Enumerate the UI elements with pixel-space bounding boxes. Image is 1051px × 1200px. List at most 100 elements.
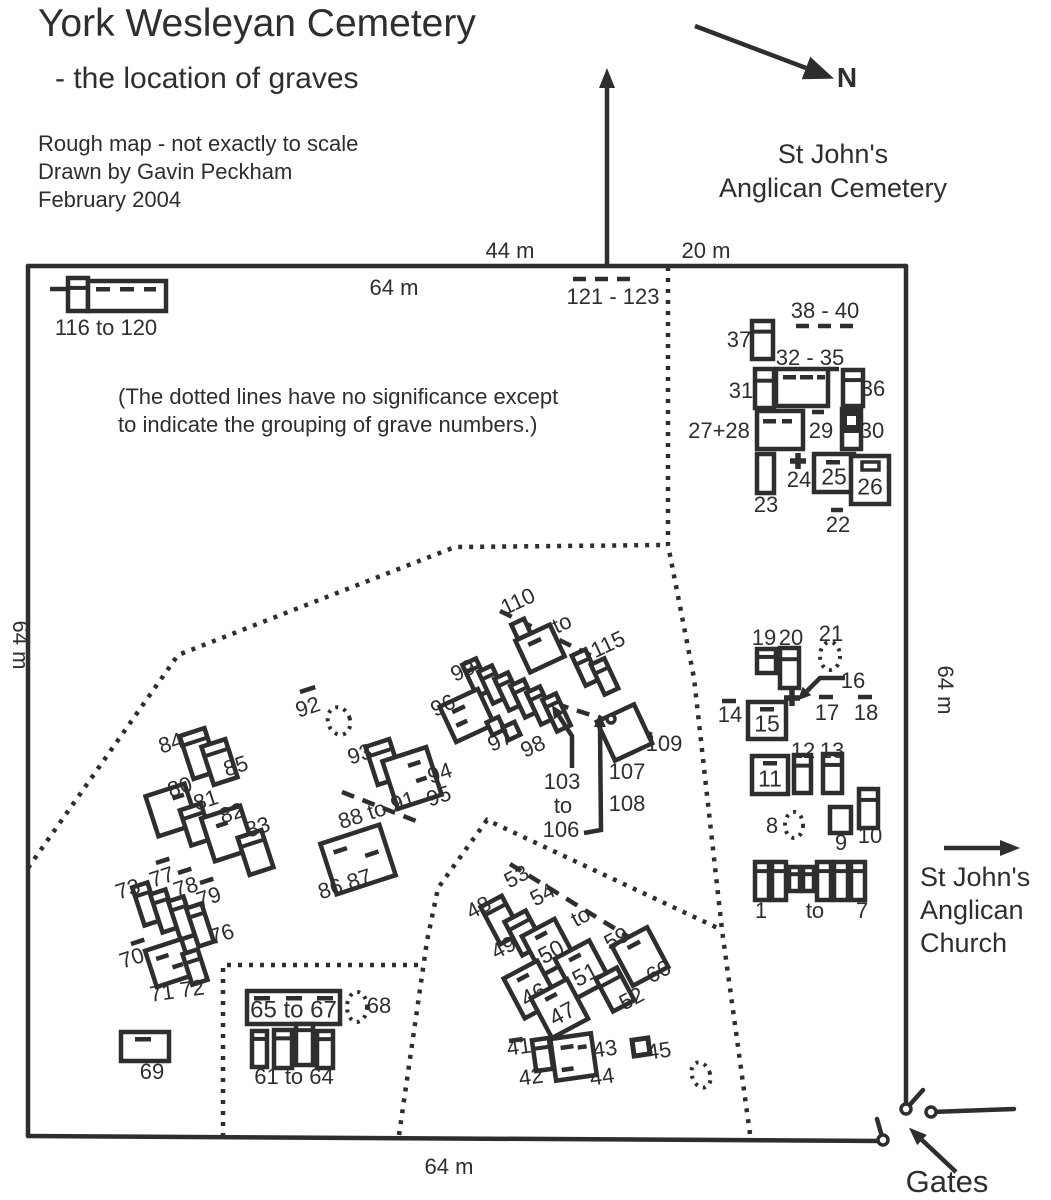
grave-43-44-mark-1 — [577, 1044, 587, 1050]
label-37-19: 37 — [727, 327, 751, 352]
label-27-28-23: 27+28 — [688, 418, 750, 443]
note-1: (The dotted lines have no significance e… — [118, 384, 558, 409]
grave-84-divider — [184, 736, 207, 747]
grave-94-95 — [379, 744, 445, 812]
grave-13 — [820, 751, 845, 796]
grave-6-outline — [831, 859, 851, 903]
marker-109 — [605, 713, 617, 725]
grave-72-outline — [179, 946, 211, 988]
gates-arrow-head — [908, 1127, 927, 1146]
stjohns-cemetery-1: St John's — [778, 139, 888, 169]
grave-94-95-outline — [379, 744, 445, 812]
grave-27-28-outline — [754, 408, 806, 452]
grave-27-28-mark-0 — [763, 419, 776, 424]
grave-72-divider — [186, 957, 200, 965]
grave-86-87-mark-1 — [364, 849, 380, 858]
grave-60 — [608, 924, 672, 989]
grave-7-outline — [848, 859, 868, 903]
road-arrow-up-head — [599, 68, 615, 88]
grave-46-mark-0 — [516, 972, 530, 983]
grave-85 — [198, 736, 241, 788]
grave-65-67-number: 65 to 67 — [250, 996, 337, 1023]
dim-64m-bottom: 64 m — [425, 1154, 474, 1179]
grave-74-divider — [154, 897, 168, 905]
label-121-123: 121 - 123 — [567, 284, 660, 309]
grave-86-87-outline — [317, 821, 399, 898]
grave-85-divider — [205, 747, 228, 758]
label-84-63: 84 — [155, 727, 186, 758]
stjohns-church-1: St John's — [920, 862, 1030, 892]
grave-99b-divider — [482, 672, 495, 681]
stjohns-church-3: Church — [920, 928, 1007, 958]
grave-81-divider — [183, 811, 203, 821]
grave-110-mark-0 — [527, 636, 542, 647]
grave-26-inner-box — [860, 460, 881, 472]
grave-65-67-mark-0 — [254, 996, 270, 1001]
label-17-34: 17 — [815, 700, 839, 725]
grave-61-outline — [249, 1028, 270, 1070]
label-16-32: 16 — [841, 668, 865, 693]
grave-97 — [483, 713, 508, 739]
grave-49-divider — [509, 918, 530, 932]
grave-37 — [749, 318, 776, 362]
group-dash-8 — [177, 866, 193, 876]
grave-98-outline — [499, 718, 524, 744]
cross-24 — [790, 453, 806, 469]
label-to-81: to — [567, 901, 595, 932]
grave-5 — [814, 859, 834, 903]
grave-52-divider — [600, 974, 621, 988]
grave-83-outline — [234, 827, 277, 878]
grave-52-outline — [592, 964, 638, 1015]
grave-3 — [786, 864, 803, 894]
unmarked-plot-8 — [783, 810, 805, 840]
grave-11-number: 11 — [758, 765, 782, 791]
label-107-52: 107 — [609, 759, 646, 784]
grave-117-120-outline — [85, 278, 169, 314]
stjohns-cemetery-2: Anglican Cemetery — [719, 173, 948, 203]
grave-73-divider — [136, 890, 150, 898]
credit-1: Rough map - not exactly to scale — [38, 131, 358, 156]
grave-48-divider — [485, 903, 506, 917]
dim-64m-top: 64 m — [370, 275, 419, 300]
grave-69-outline — [118, 1029, 172, 1064]
grave-2-outline — [769, 859, 789, 903]
label-18-35: 18 — [854, 700, 878, 725]
grave-76-divider — [190, 911, 204, 919]
grave-20 — [777, 645, 802, 691]
label-22-28: 22 — [826, 512, 850, 537]
label-to-42: to — [806, 898, 824, 923]
label-13-37: 13 — [820, 738, 844, 763]
group-dash-6 — [130, 937, 146, 947]
dim-64m-left: 64 m — [8, 621, 33, 670]
label-20-30: 20 — [779, 625, 803, 650]
grave-5-outline — [814, 859, 834, 903]
grave-75-divider — [172, 904, 186, 912]
grave-86-87 — [317, 821, 399, 898]
grave-110-outline — [512, 621, 568, 676]
grave-11: 11 — [749, 753, 791, 797]
label-31-21: 31 — [729, 378, 753, 403]
grave-32-35-mark-0 — [783, 375, 796, 380]
grave-15-mark-0 — [760, 707, 774, 712]
dim-44m: 44 m — [486, 238, 535, 263]
grave-65-67: 65 to 67 — [244, 988, 343, 1027]
grave-15: 15 — [745, 699, 789, 742]
note-2: to indicate the grouping of grave number… — [118, 412, 537, 437]
north-arrow-shaft — [694, 23, 807, 71]
cross-16 — [784, 690, 800, 706]
grave-26-number: 26 — [857, 473, 883, 499]
unmarked-plot-68 — [345, 990, 369, 1024]
grave-31-outline — [752, 366, 777, 411]
grave-26: 26 — [848, 453, 892, 507]
grave-3-outline — [786, 864, 803, 894]
label-44-90: 44 — [588, 1062, 616, 1090]
grave-27-28-mark-1 — [782, 419, 792, 424]
grave-7 — [848, 859, 868, 903]
grave-47-outline — [527, 975, 592, 1042]
credit-3: February 2004 — [38, 187, 181, 212]
label-38-40-18: 38 - 40 — [791, 298, 860, 323]
grave-99f-divider — [546, 700, 559, 709]
label-108-53: 108 — [609, 791, 646, 816]
grave-32-35-mark-1 — [800, 375, 813, 380]
